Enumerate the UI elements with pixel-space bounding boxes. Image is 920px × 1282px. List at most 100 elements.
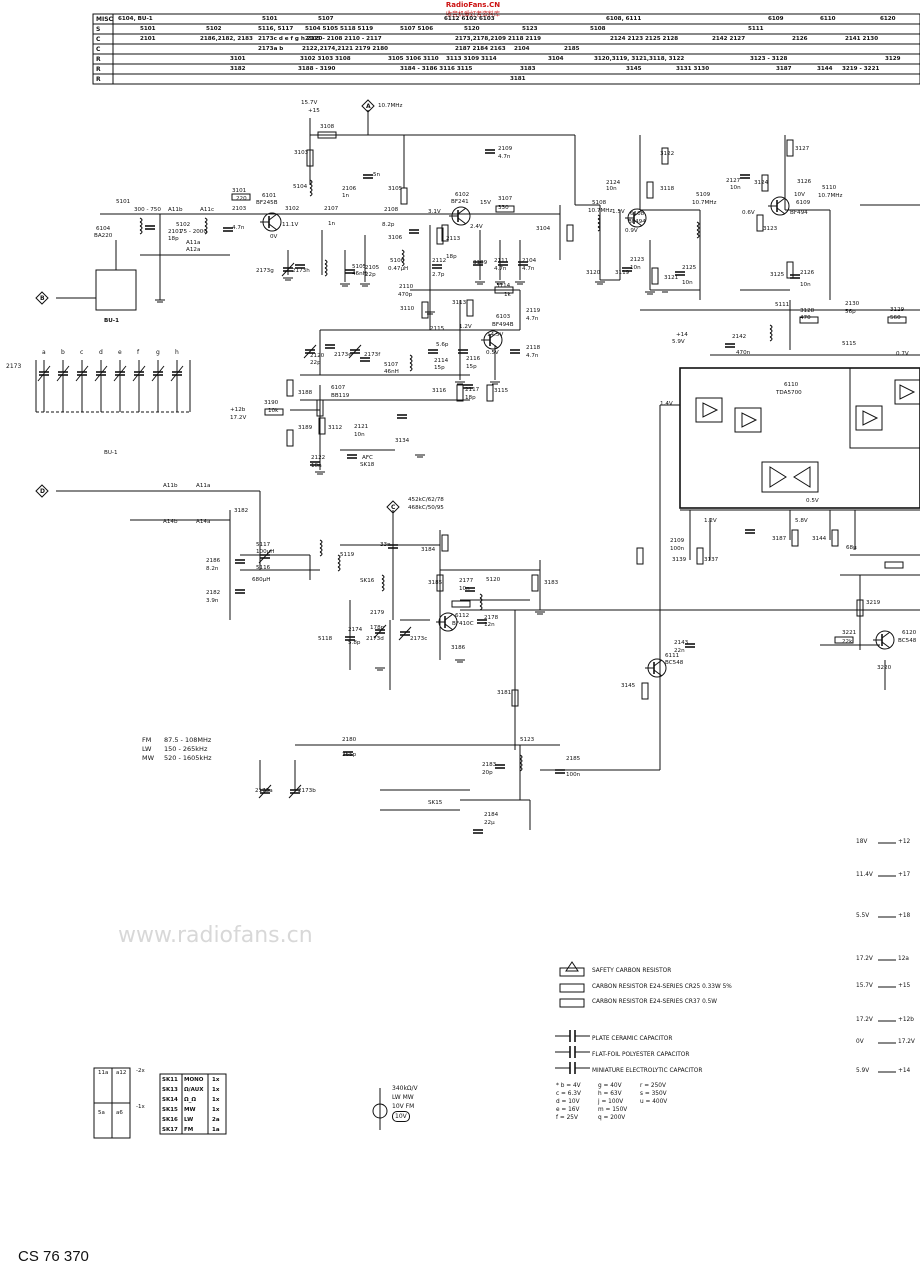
rail-voltage: 15.7V	[856, 983, 873, 989]
rail-voltage: 17.2V	[856, 956, 873, 962]
label-r3137: 3137	[704, 557, 719, 563]
label-l5106-val: 0.47μH	[388, 266, 409, 272]
label-t6109-type: BF494	[790, 210, 808, 216]
label-d6107: 6107	[331, 385, 346, 391]
index-row-label: C	[96, 46, 101, 53]
label-v14v: 1.4V	[660, 401, 673, 407]
gang-letter: a	[42, 349, 46, 356]
label-r3104: 3104	[536, 226, 551, 232]
label-r3120: 3120	[586, 270, 601, 276]
voltage-code: f = 25V	[556, 1115, 578, 1121]
index-cell: 5104 5105 5118 5119	[305, 26, 374, 32]
legend-symbols	[555, 961, 590, 1074]
transistor-symbol	[481, 330, 503, 350]
capacitor-symbol	[388, 544, 398, 549]
capacitor-symbol	[473, 261, 483, 266]
variable-capacitor-symbol	[258, 784, 272, 799]
resistor-symbol	[400, 187, 408, 205]
capacitor-symbol	[343, 751, 353, 756]
label-l5123: 5123	[520, 737, 535, 743]
capacitor-symbol	[397, 414, 407, 419]
resistor-symbol	[884, 561, 904, 569]
ground-symbol	[340, 283, 350, 287]
label-r3118: 3118	[660, 186, 675, 192]
label-c2125: 2125	[682, 265, 697, 271]
resistor-symbol	[531, 574, 539, 592]
ground-symbol	[515, 281, 525, 285]
switch-cell: SK16	[162, 1117, 178, 1123]
label-l5101-val: 300 - 750	[134, 207, 161, 213]
connector-diamond: B	[35, 291, 49, 305]
label-sk18: SK18	[360, 462, 375, 468]
label-l5116: 5116	[256, 565, 271, 571]
label-t6103-v3: 0.5V	[486, 350, 499, 356]
label-r3114: 3114	[496, 283, 511, 289]
label-c2182-val: 3.9n	[206, 598, 219, 604]
label-sk16: SK16	[360, 578, 375, 584]
ground-symbol	[645, 291, 655, 295]
label-l5117-val: 100μH	[256, 549, 275, 555]
label-r3188: 3188	[298, 390, 313, 396]
label-r3108: 3108	[320, 124, 335, 130]
label-t6109-vb: 0.6V	[742, 210, 755, 216]
label-r3116: 3116	[432, 388, 447, 394]
label-c2101: 2101	[168, 229, 183, 235]
resistor-symbol	[636, 547, 644, 565]
label-ic6110-type: TDA5700	[776, 390, 802, 396]
label-c2182: 2182	[206, 590, 221, 596]
ground-symbol	[455, 381, 465, 385]
label-c2174: 2174	[348, 627, 363, 633]
ground-symbol	[535, 611, 545, 615]
label-r3102: 3102	[285, 206, 300, 212]
label-c2183: 2183	[482, 762, 497, 768]
pin-1x: -1x	[136, 1104, 145, 1110]
label-v11: 11.1V	[282, 222, 299, 228]
meter-box: 10V	[392, 1111, 410, 1122]
label-r3125: 3125	[770, 272, 785, 278]
label-c2173f: 2173f	[364, 352, 381, 358]
rail-voltage: 5.9V	[856, 1068, 870, 1074]
label-c2173a: 2173a	[255, 788, 273, 794]
label-c2123-val: 10n	[630, 265, 641, 271]
index-cell: 2173c d e f g h 2120	[258, 36, 323, 42]
label-r3107-val: 330	[498, 205, 509, 211]
resistor-symbol	[856, 599, 864, 617]
label-c2123: 2123	[630, 257, 645, 263]
label-c2178-val: 12n	[484, 622, 495, 628]
label-r3129: 3129	[890, 307, 905, 313]
footer-code: CS 76 370	[18, 1248, 89, 1265]
label-bu1-top: BU-1	[104, 318, 120, 324]
ground-symbol	[315, 471, 325, 475]
label-c2124: 2124	[606, 180, 621, 186]
variable-capacitor-symbol	[288, 784, 302, 799]
meter-fm: 10V FM	[392, 1103, 415, 1110]
label-a11c: A11c	[200, 207, 215, 213]
label-c2125-val: 10n	[682, 280, 693, 286]
if-stage-wiring	[639, 135, 920, 690]
index-cell: 6109	[768, 16, 784, 22]
capacitor-symbol	[463, 384, 473, 389]
capacitor-symbol	[518, 261, 528, 266]
coil-symbol	[409, 354, 413, 372]
resistor-symbol	[566, 224, 574, 242]
index-cell: 5102	[206, 26, 222, 32]
index-cell: 3183	[520, 66, 536, 72]
rail-node: 17.2V	[898, 1039, 915, 1045]
label-l5105: 5105	[352, 264, 367, 270]
label-c2115-val: 5.6p	[436, 342, 449, 348]
label-ic6110: 6110	[784, 382, 799, 388]
label-r3112: 3112	[328, 425, 343, 431]
voltage-code: h = 63V	[598, 1091, 622, 1097]
label-r3121: 3121	[664, 275, 679, 281]
index-cell: 2141 2130	[845, 36, 879, 42]
label-bu1: BU-1	[104, 450, 118, 456]
gang-label: 2173	[6, 363, 21, 370]
label-c2109: 2109	[498, 146, 513, 152]
label-c2143: 2143	[674, 640, 689, 646]
capacitor-symbol	[325, 344, 335, 349]
